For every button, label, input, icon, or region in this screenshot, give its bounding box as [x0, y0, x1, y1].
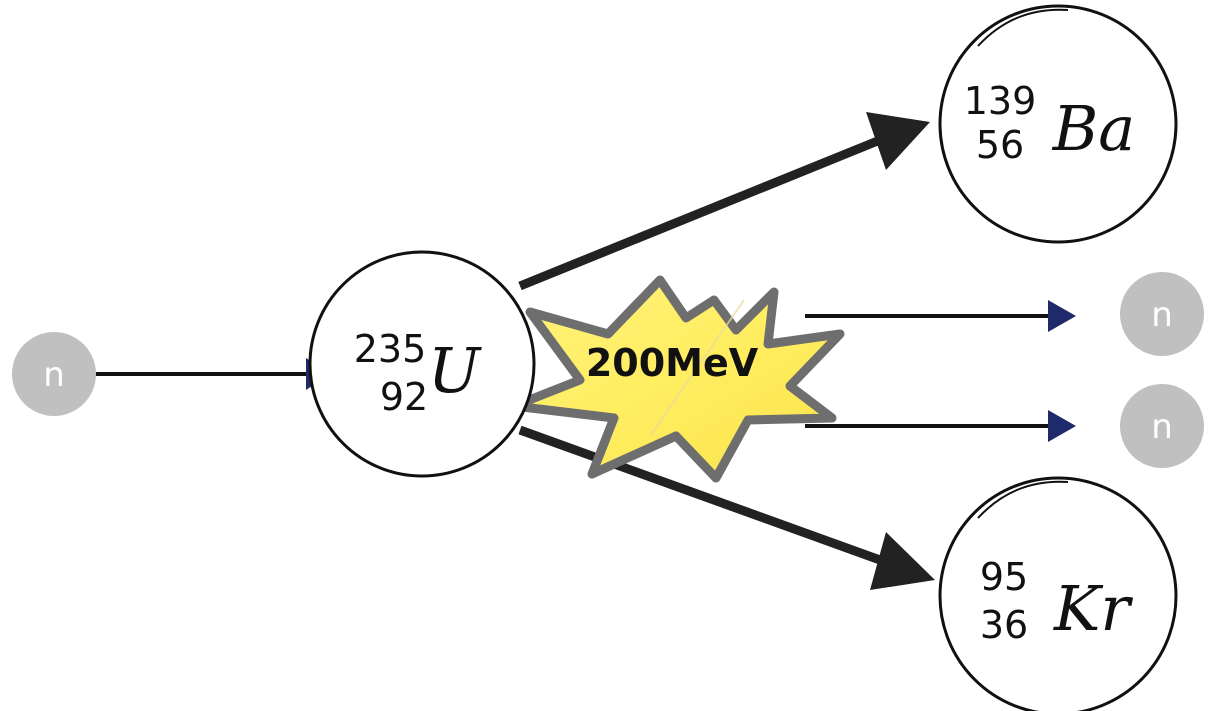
incoming-neutron: n: [12, 332, 96, 416]
barium-atomic-number: 56: [976, 123, 1024, 167]
neutron-circle: [1120, 384, 1204, 468]
neutron-label: n: [1151, 407, 1173, 447]
released-neutron-2: n: [1120, 384, 1204, 468]
nucleus-circle: [938, 476, 1178, 711]
neutron-label: n: [1151, 295, 1173, 335]
krypton-symbol: Kr: [1053, 572, 1133, 645]
neutron-circle: [12, 332, 96, 416]
uranium-nucleus: 235 92 U: [308, 250, 536, 478]
released-neutron-1: n: [1120, 272, 1204, 356]
released-neutron-arrow-2: [805, 410, 1076, 442]
krypton-arrow: [518, 425, 935, 590]
nucleus-circle: [938, 4, 1178, 244]
released-neutron-arrow-1: [805, 300, 1076, 332]
krypton-atomic-number: 36: [980, 603, 1028, 647]
krypton-mass-number: 95: [980, 555, 1028, 599]
barium-arrow: [518, 112, 930, 291]
barium-mass-number: 139: [964, 79, 1037, 123]
neutron-label: n: [43, 355, 65, 395]
energy-burst: 200MeV: [509, 275, 845, 483]
uranium-symbol: U: [428, 334, 482, 407]
uranium-atomic-number: 92: [380, 375, 428, 419]
burst-shape: [509, 275, 845, 483]
barium-nucleus: 139 56 Ba: [938, 4, 1178, 244]
incoming-neutron-arrow: [96, 358, 330, 390]
barium-symbol: Ba: [1052, 92, 1136, 165]
energy-label: 200MeV: [586, 341, 759, 385]
uranium-mass-number: 235: [354, 327, 427, 371]
krypton-nucleus: 95 36 Kr: [938, 476, 1178, 711]
neutron-circle: [1120, 272, 1204, 356]
